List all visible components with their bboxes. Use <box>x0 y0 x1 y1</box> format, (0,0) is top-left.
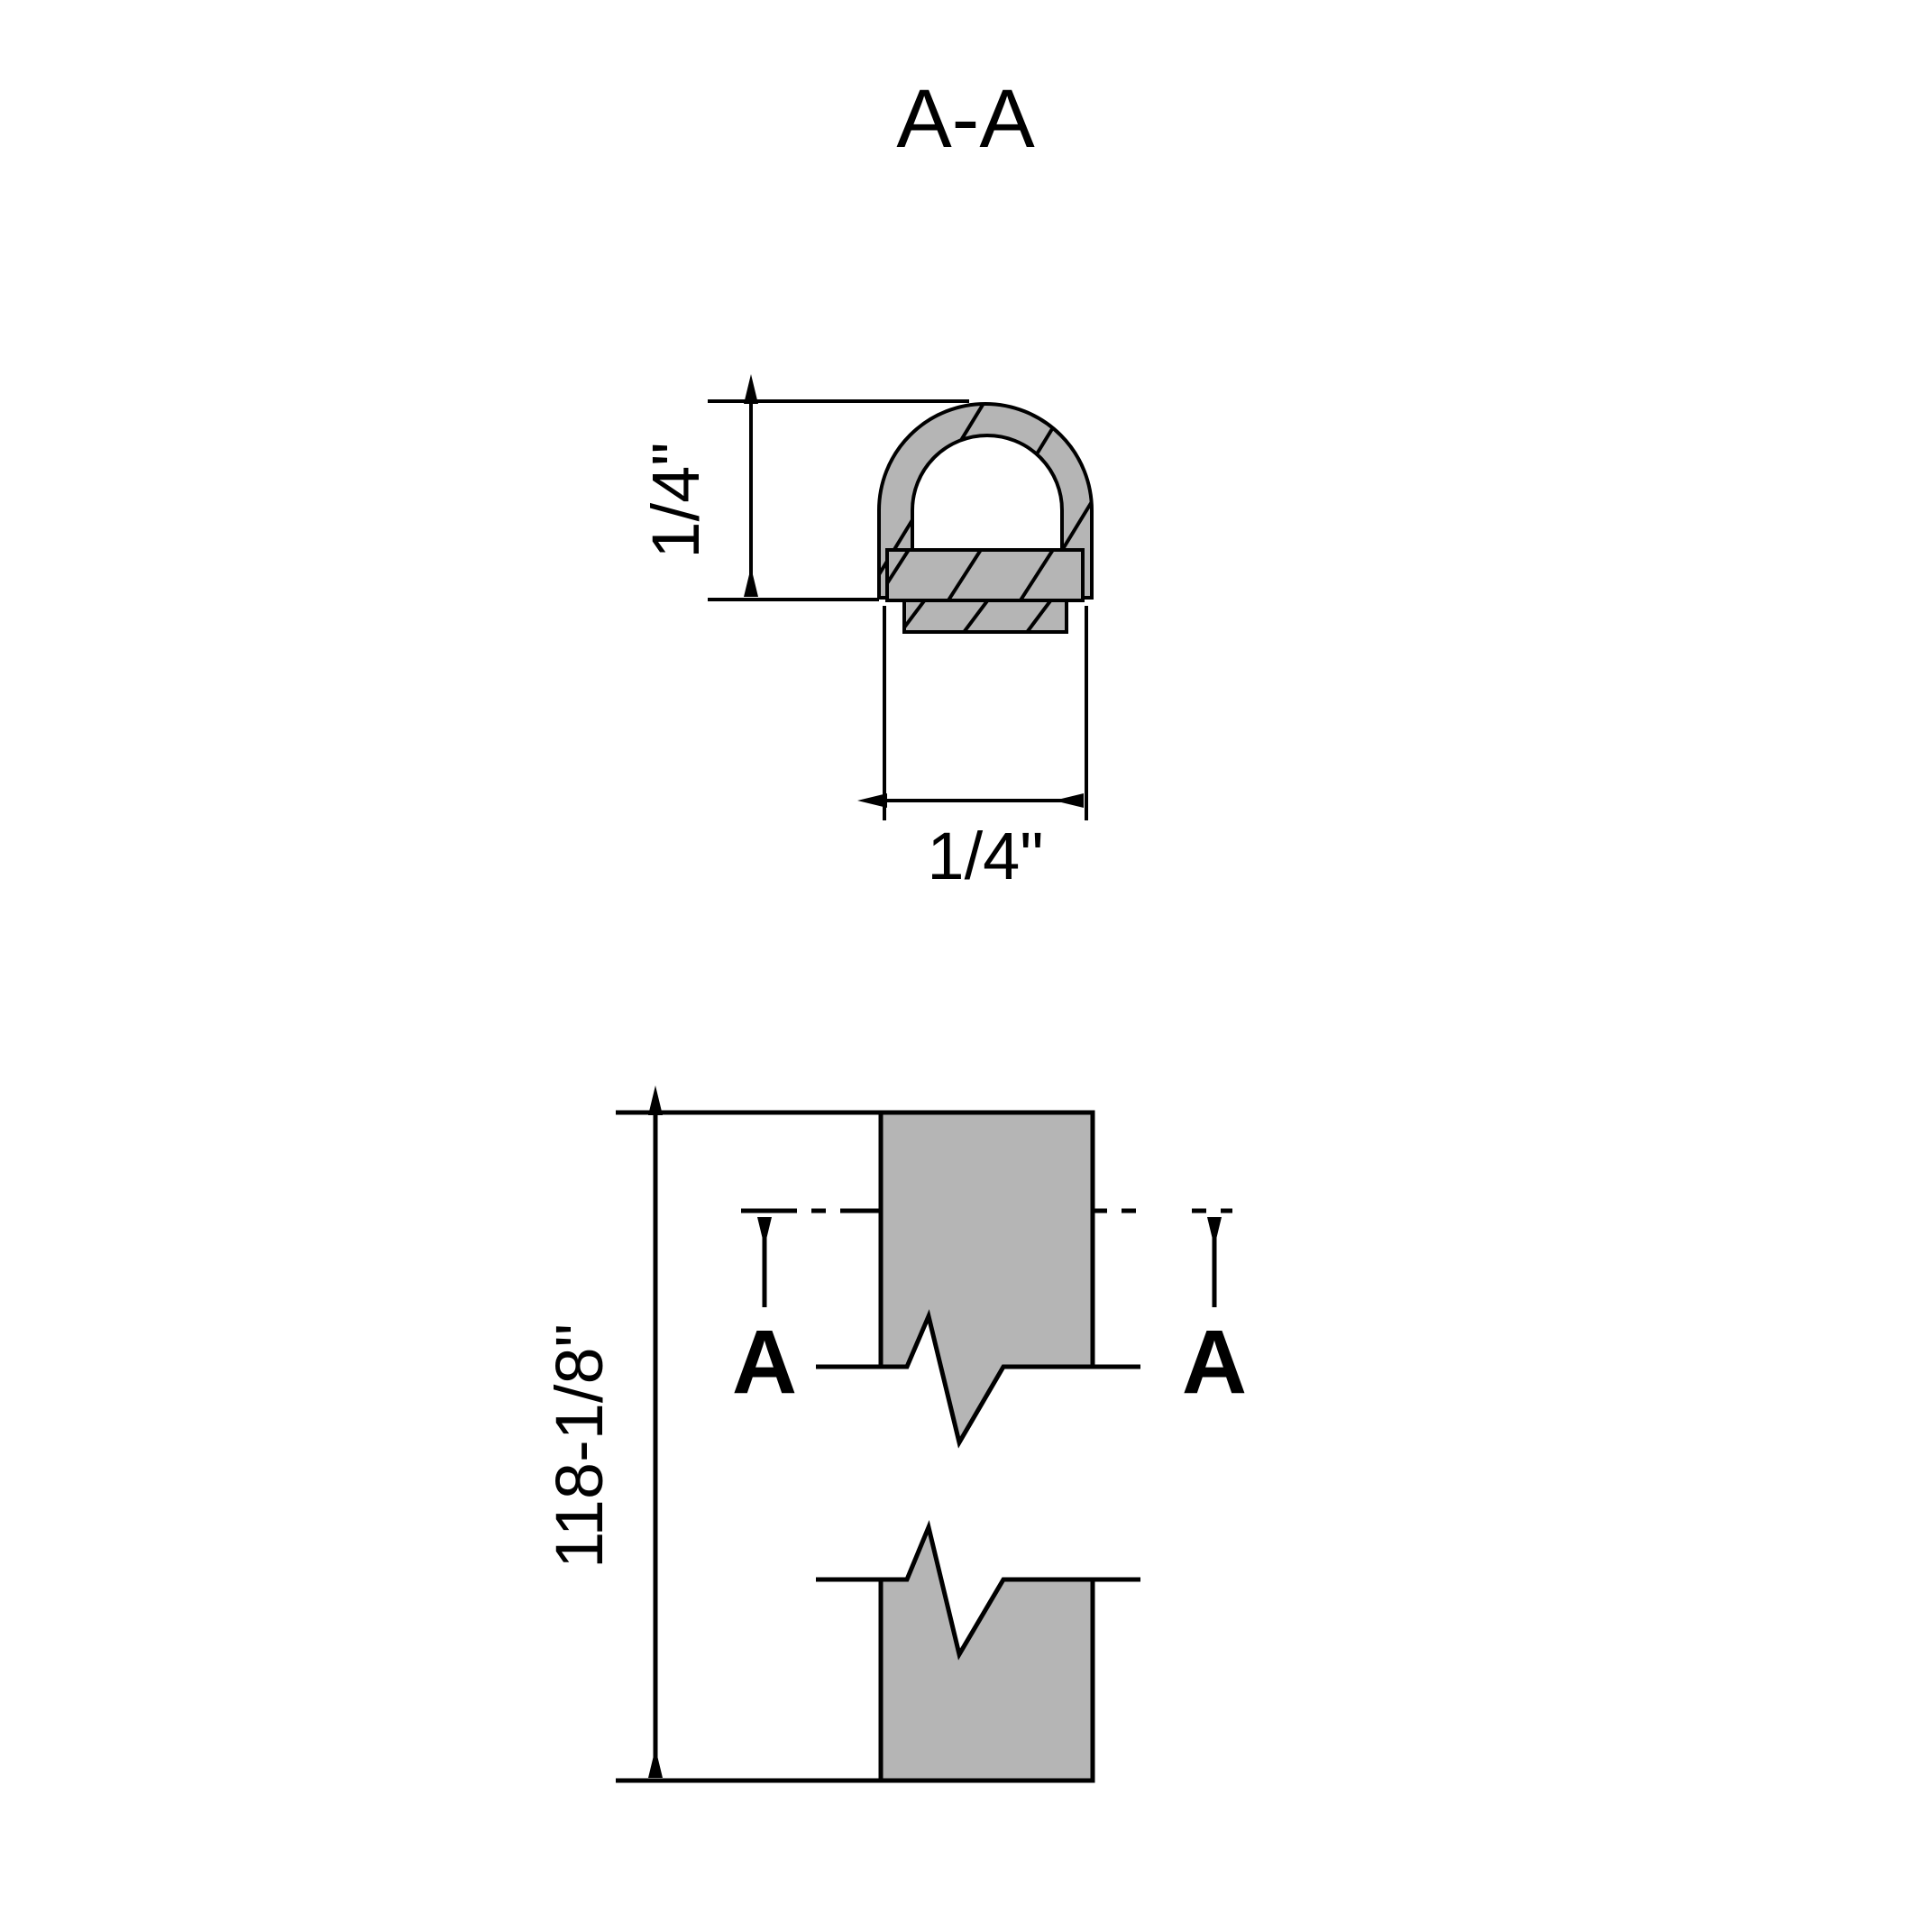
width-dimension-label: 1/4" <box>927 819 1043 893</box>
view-title: A-A <box>896 73 1035 165</box>
section-marker-right: A <box>1182 1312 1247 1413</box>
section-detail-view: 1/4" 1/4" <box>638 374 1094 893</box>
upper-band-hatching <box>887 550 1056 600</box>
upper-band <box>885 548 1085 602</box>
overall-length-label: 118-1/8" <box>542 1323 617 1569</box>
elevation-view: A A 118-1/8" <box>542 1085 1247 1783</box>
section-marker-left: A <box>732 1312 797 1413</box>
lower-band-hatching <box>904 600 1053 632</box>
upper-body-broken <box>878 1110 1095 1449</box>
height-dimension-label: 1/4" <box>638 442 713 558</box>
lower-body-broken <box>878 1519 1095 1783</box>
